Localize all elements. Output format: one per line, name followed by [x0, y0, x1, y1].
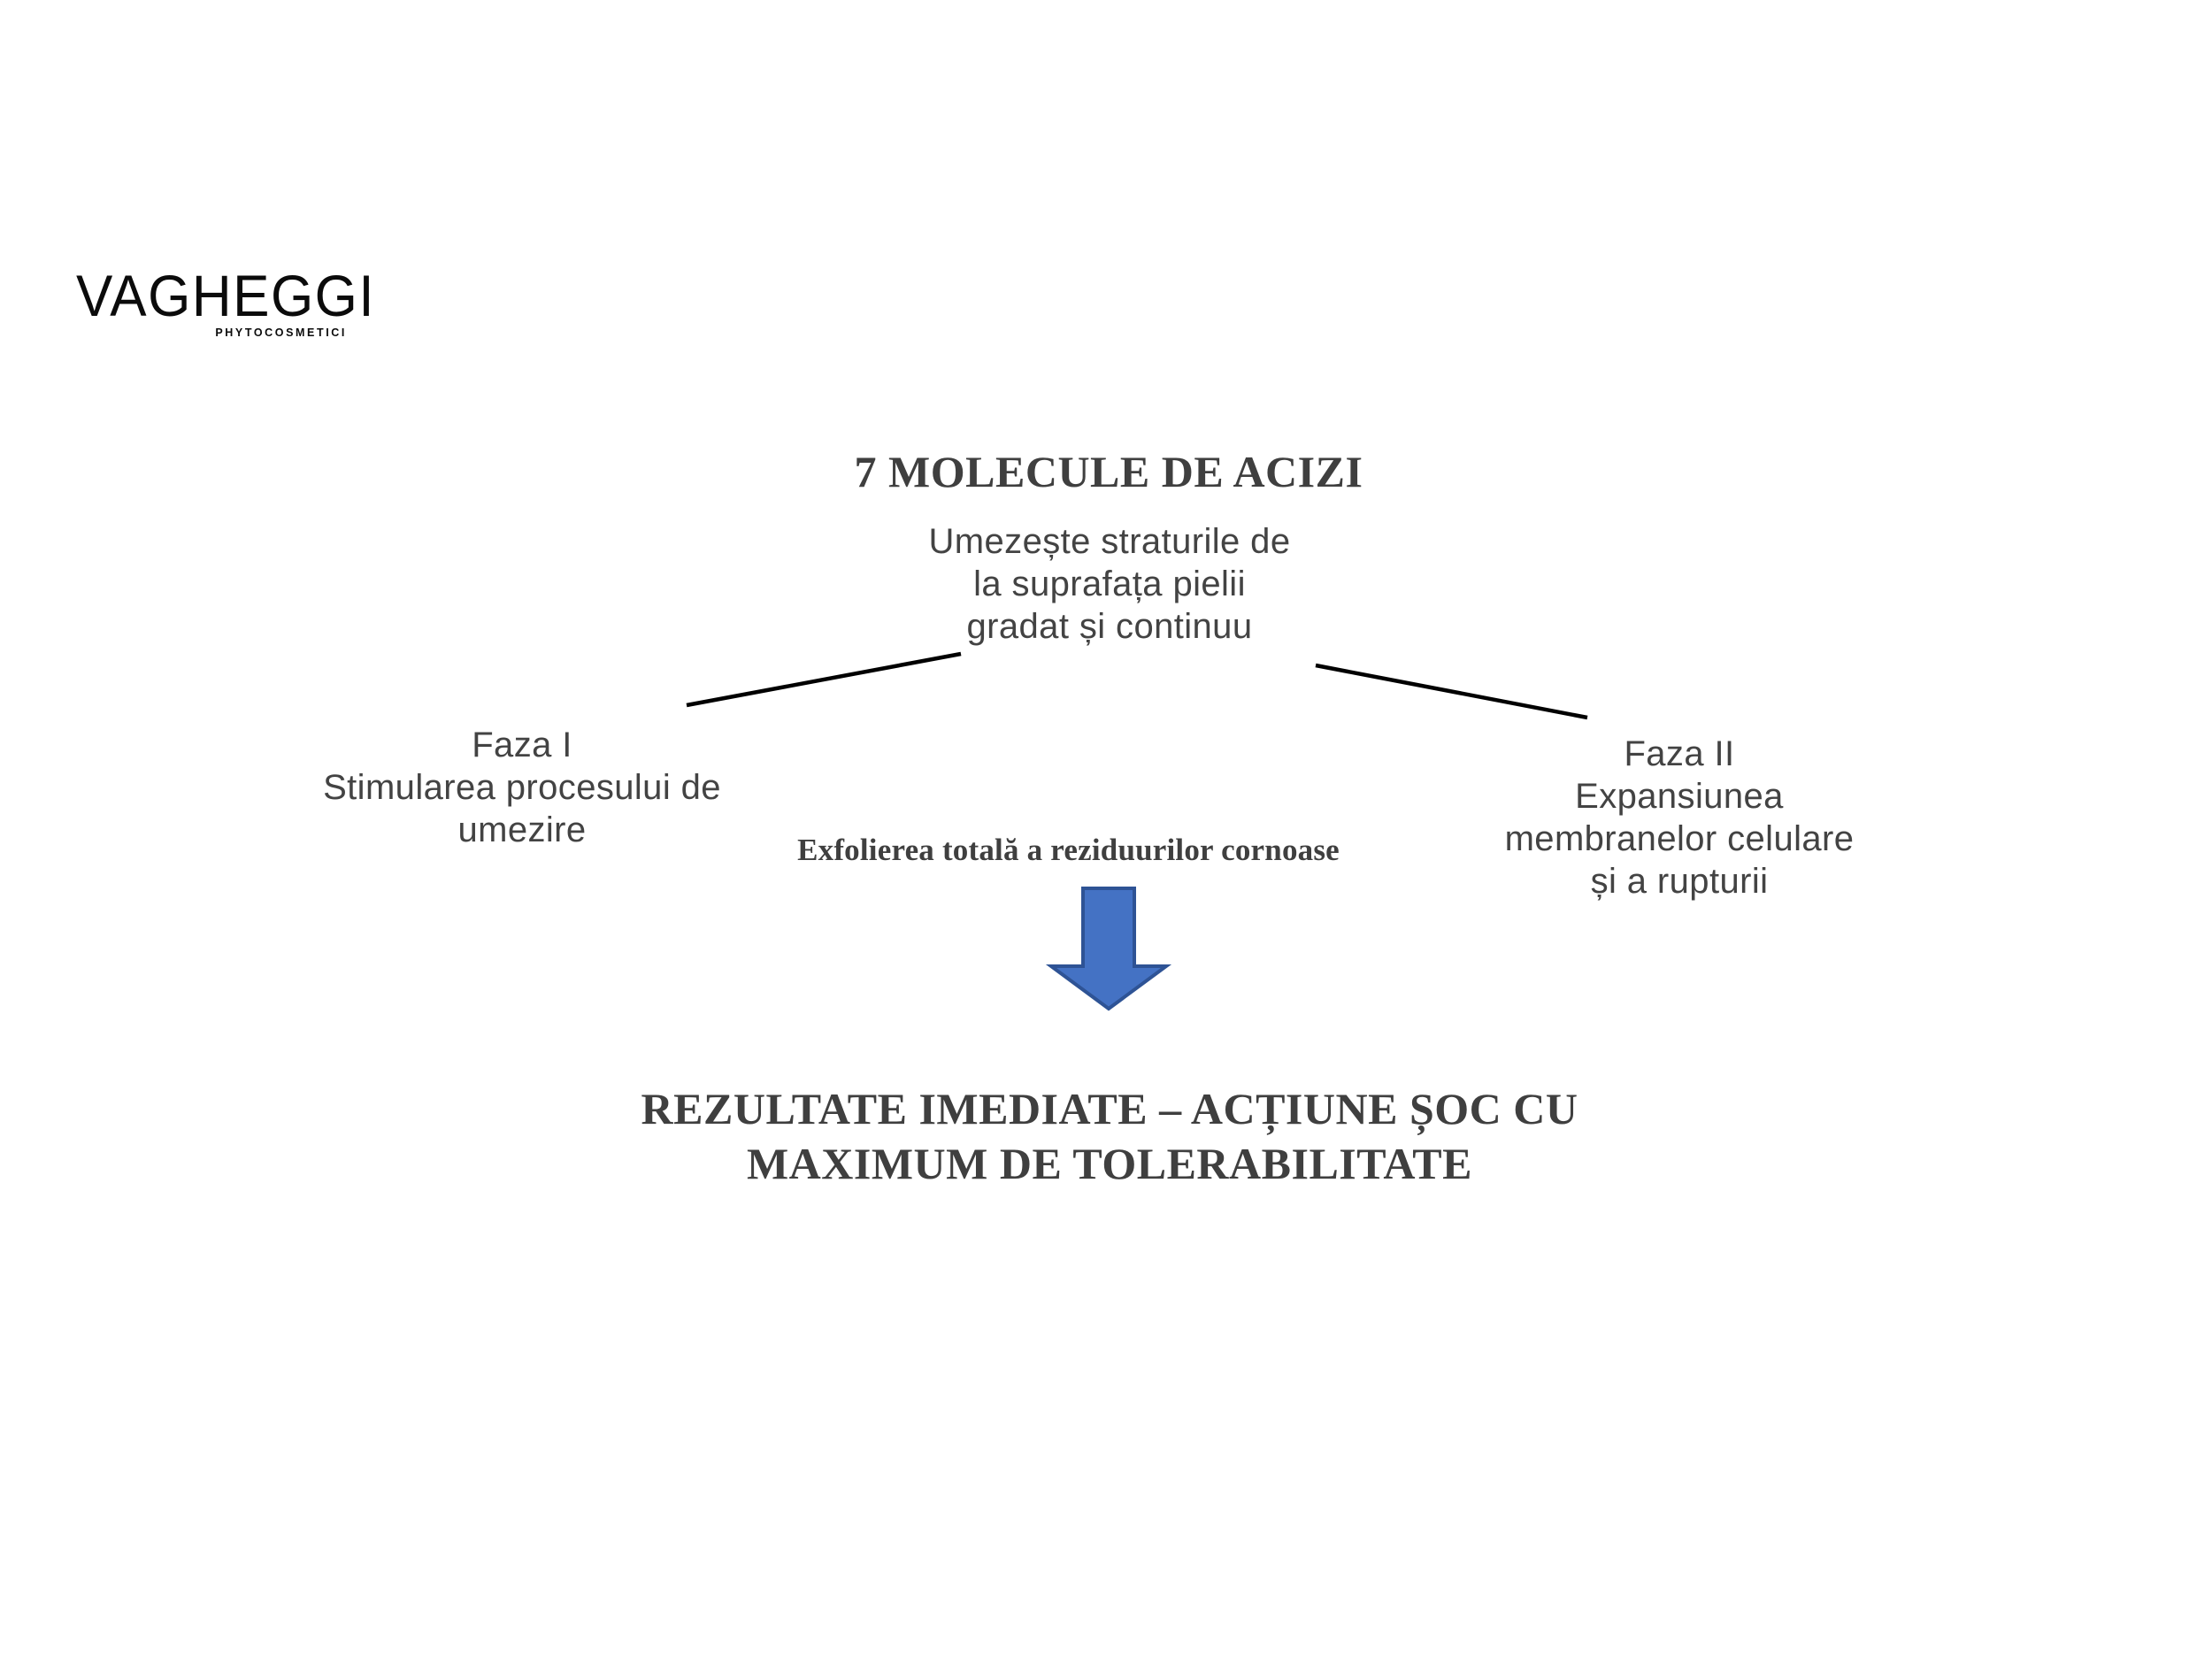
- down-arrow-icon: [1045, 887, 1172, 1011]
- phase-two-line-4: și a rupturii: [1590, 862, 1769, 901]
- result-block: REZULTATE IMEDIATE – ACȚIUNE ȘOC CU MAXI…: [7, 1081, 2212, 1191]
- connector-line-right: [1315, 663, 1588, 720]
- phase-two-label: Faza II: [1624, 734, 1735, 773]
- phase-one-block: Faza I Stimularea procesului de umezire: [274, 724, 770, 851]
- middle-note: Exfolierea totală a reziduurilor cornoas…: [797, 833, 1340, 867]
- brand-logo: VAGHEGGI PHYTOCOSMETICI: [76, 264, 376, 339]
- result-line-2: MAXIMUM DE TOLERABILITATE: [746, 1139, 1473, 1188]
- phase-one-label: Faza I: [472, 726, 572, 764]
- subtitle-line-3: gradat și continuu: [966, 607, 1253, 646]
- subtitle-line-1: Umezește straturile de: [928, 522, 1291, 561]
- connector-line-left: [686, 651, 962, 708]
- phase-two-line-3: membranelor celulare: [1504, 819, 1855, 858]
- brand-tagline: PHYTOCOSMETICI: [215, 326, 347, 339]
- phase-two-block: Faza II Expansiunea membranelor celulare…: [1440, 733, 1918, 902]
- result-line-1: REZULTATE IMEDIATE – ACȚIUNE ȘOC CU: [641, 1084, 1578, 1133]
- diagram-title: 7 MOLECULE DE ACIZI: [854, 447, 1363, 496]
- phase-one-line-3: umezire: [457, 810, 587, 849]
- phase-one-line-2: Stimularea procesului de: [323, 768, 721, 807]
- subtitle-line-2: la suprafața pielii: [973, 565, 1246, 603]
- phase-two-line-2: Expansiunea: [1575, 777, 1784, 816]
- diagram-subtitle: Umezește straturile de la suprafața piel…: [7, 520, 2212, 648]
- brand-name: VAGHEGGI: [76, 264, 376, 329]
